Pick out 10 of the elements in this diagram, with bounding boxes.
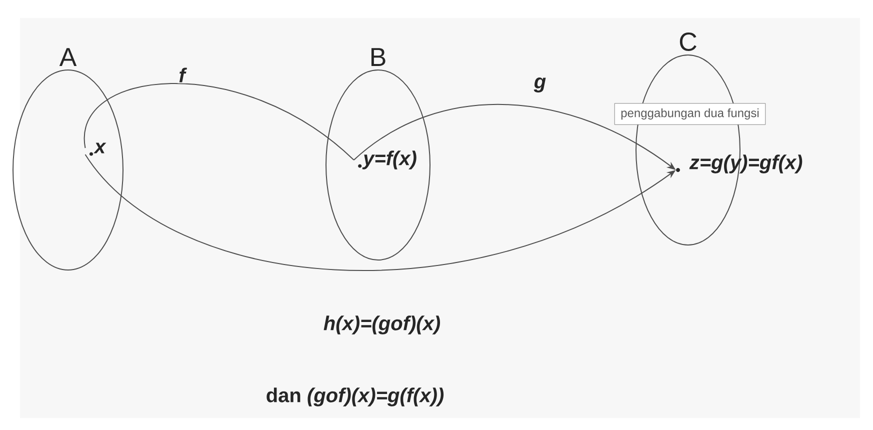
edge-label: g [532,76,548,94]
node-label: C [680,32,696,51]
tooltip-box: penggabungan dua fungsi [614,103,766,125]
edge-label: f [178,66,187,84]
node-label: B [371,48,386,66]
element-label: y=f(x) [362,150,416,170]
edge-label: h(x)=(gof)(x) [322,314,442,336]
node-label: A [59,48,77,66]
formula-note: dan (gof)(x)=g(f(x)) [266,388,444,406]
element-label: x [94,142,106,154]
